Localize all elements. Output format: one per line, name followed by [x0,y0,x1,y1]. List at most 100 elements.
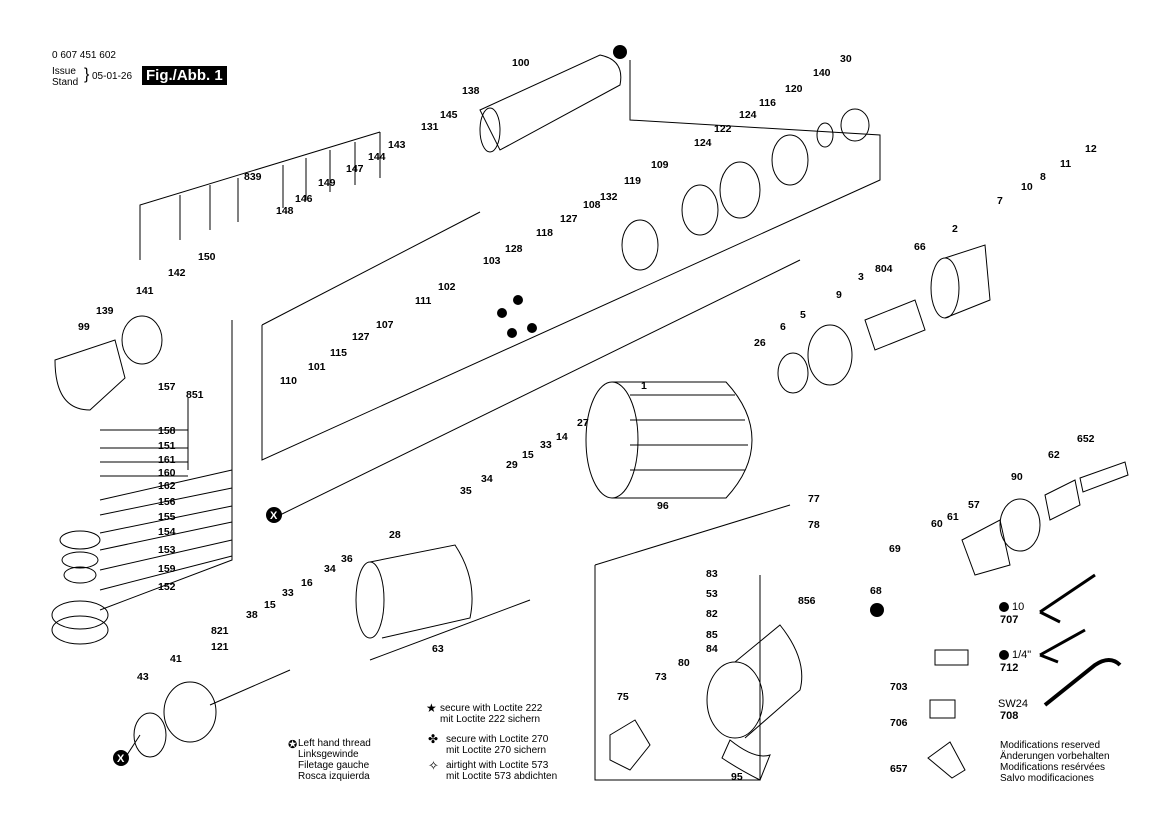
part-label: 706 [890,717,908,729]
part-label: 62 [1048,449,1060,461]
part-label: 138 [462,85,480,97]
wrench-size: SW24 [998,698,1028,710]
note-line: airtight with Loctite 573 [446,760,549,771]
note-line: mit Loctite 573 abdichten [446,771,558,782]
part-label: 84 [706,643,718,655]
note-line: mit Loctite 222 sichern [440,714,541,725]
part-label: 57 [968,499,980,511]
star-icon: ★ [426,701,437,715]
part-label: 132 [600,191,618,203]
part-label: 5 [800,309,806,321]
part-number: 0 607 451 602 [52,50,116,61]
part-label: 160 [158,467,176,479]
part-label: 102 [438,281,456,293]
part-label: 127 [560,213,578,225]
issue-date: 05-01-26 [92,71,133,82]
svg-text:X: X [270,510,278,522]
part-label: 96 [657,500,669,512]
part-label: 162 [158,480,176,492]
figure-badge: Fig./Abb. 1 [142,66,227,85]
part-label: 14 [556,431,568,443]
part-label: 111 [415,295,432,307]
upper-frame [261,60,881,461]
part-label: 155 [158,511,176,523]
legend-line: Linksgewinde [298,749,359,760]
part-label: 115 [330,347,347,359]
part-label: 154 [158,526,176,538]
brace: } [84,66,90,83]
part-label: 10 [1021,181,1033,193]
legend-line: Left hand thread [298,738,371,749]
part-label: 85 [706,629,718,641]
part-label: 12 [1085,143,1097,155]
clover-icon: ✤ [428,732,439,746]
loctite-573-note: airtight with Loctite 573 mit Loctite 57… [446,760,557,782]
star-circle-icon: ✪ [288,739,298,751]
hex14-size: 1/4" [1012,649,1032,661]
part-label: 75 [617,691,629,703]
part-label: 83 [706,568,718,580]
part-label: 61 [947,511,959,523]
part-label: 28 [389,529,401,541]
left-thread-marker [613,45,627,59]
legend-left-hand-thread: Left hand thread Linksgewinde Filetage g… [298,738,371,782]
part-label: 27 [577,417,589,429]
part-label: 128 [505,243,523,255]
part-label: 7 [997,195,1003,207]
part-label: 161 [158,454,176,466]
part-label: 652 [1077,433,1095,445]
mod-line: Modifications resérvées [1000,762,1106,773]
mod-line: Modifications reserved [1000,740,1101,751]
part-label: 60 [931,518,943,530]
part-label: 68 [870,585,882,597]
part-label: 152 [158,581,176,593]
part-label: 124 [739,109,757,121]
part-label: 90 [1011,471,1023,483]
part-label: 122 [714,123,732,135]
part-label: 99 [78,321,90,333]
part-label: 38 [246,609,258,621]
part-label: 119 [624,175,641,187]
part-label: 110 [280,375,297,387]
part-label: 144 [368,151,386,163]
part-label: 703 [890,681,908,693]
part-label: 153 [158,544,176,556]
part-label: 121 [211,641,229,653]
part-label: 43 [137,671,149,683]
wrench-part: 708 [1000,710,1019,722]
part-label: 101 [308,361,326,373]
part-label: 78 [808,519,820,531]
stand-label: Stand [52,77,79,88]
legend-line: Rosca izquierda [298,771,370,782]
part-label: 36 [341,553,353,565]
part-label: 29 [506,459,518,471]
part-label: 148 [276,205,294,217]
part-label: 34 [324,563,336,575]
part-label: 131 [421,121,439,133]
part-label: 1 [641,380,647,392]
part-label: 8 [1040,171,1046,183]
hex10-size: 10 [1012,601,1025,613]
part-label: 159 [158,563,176,575]
part-label: 95 [731,771,743,783]
part-label: 53 [706,588,718,600]
part-label: 143 [388,139,406,151]
part-label: 33 [540,439,552,451]
part-label: 821 [211,625,229,637]
part-label: 82 [706,608,718,620]
hex10-part: 707 [1000,614,1019,626]
part-label: 657 [890,763,908,775]
part-label: 6 [780,321,786,333]
part-label: 34 [481,473,493,485]
part-label: 73 [655,671,667,683]
part-label: 145 [440,109,458,121]
part-label: 142 [168,267,186,279]
part-label: 109 [651,159,669,171]
part-label: 26 [754,337,766,349]
part-label: 16 [301,577,313,589]
mod-line: Änderungen vorbehalten [1000,751,1110,762]
issue-label: Issue [52,66,76,77]
legend-line: Filetage gauche [298,760,370,771]
part-label: 124 [694,137,712,149]
